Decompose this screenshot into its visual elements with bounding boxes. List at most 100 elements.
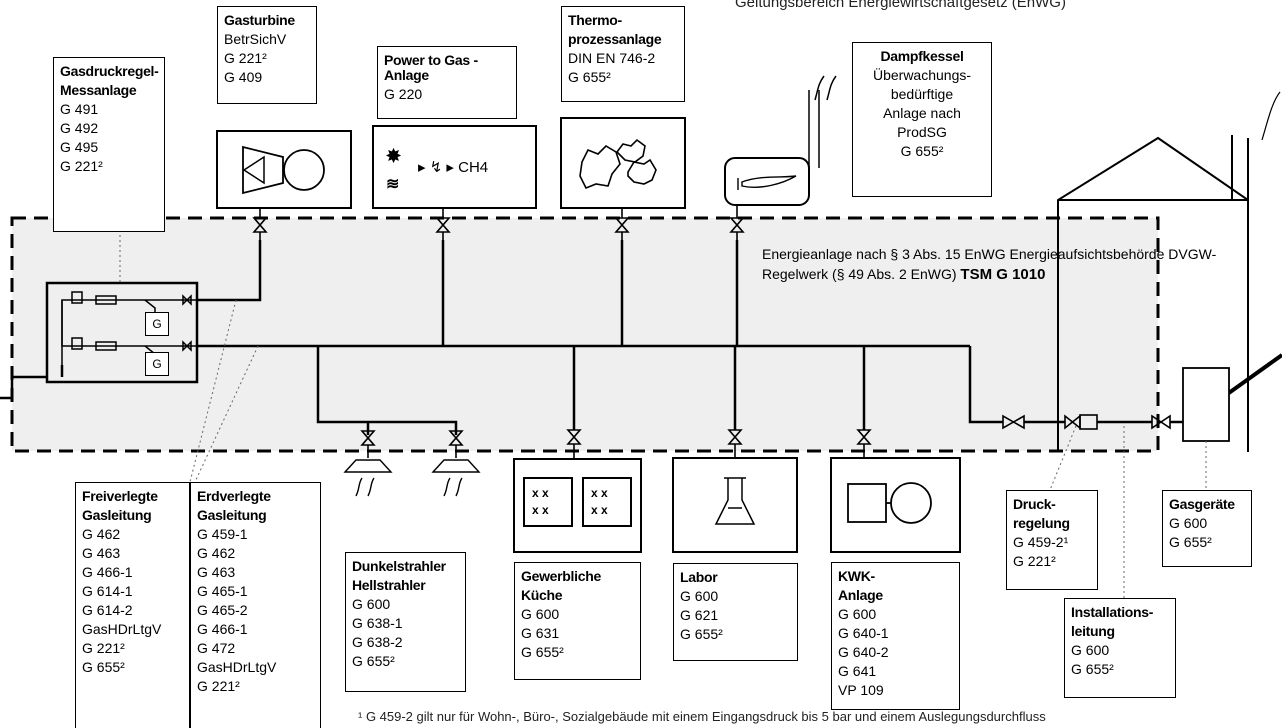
- ptg-process: ▸ ↯ ▸ CH4: [418, 159, 489, 176]
- kwk-item: G 640-1: [838, 625, 889, 641]
- burner-3: x x: [591, 486, 608, 500]
- labor-item: G 655²: [680, 626, 723, 642]
- scope-header: Geltungsbereich Energiewirtschaftgesetz …: [735, 0, 1066, 11]
- energy-area-line3: DVGW-Regelwerk (§ 49 Abs. 2 EnWG): [762, 246, 1217, 282]
- erd-item: G 462: [197, 545, 236, 561]
- regulator-g-1: G: [145, 312, 169, 336]
- thermo-flames: [579, 138, 657, 190]
- frei-item: G 463: [82, 545, 121, 561]
- dunkel-item: G 655²: [352, 653, 395, 669]
- thermo-item: DIN EN 746-2: [568, 50, 656, 66]
- dunkel-title2: Hellstrahler: [352, 577, 426, 593]
- ptg-frame: [372, 125, 537, 209]
- box-kueche: Gewerbliche Küche G 600 G 631 G 655²: [514, 562, 641, 680]
- energy-area-border: [10, 216, 1160, 453]
- box-thermo: Thermo- prozessanlage DIN EN 746-2 G 655…: [561, 6, 685, 102]
- dunkel-item: G 638-1: [352, 615, 403, 631]
- dunkel-title1: Dunkelstrahler: [352, 558, 446, 574]
- gas-appliance: [1182, 367, 1230, 442]
- wind-icon: ≋: [386, 176, 400, 193]
- erd-item: G 465-1: [197, 583, 248, 599]
- druck-title2: regelung: [1013, 515, 1070, 531]
- kueche-item: G 631: [521, 625, 560, 641]
- install-item: G 655²: [1071, 661, 1114, 677]
- sun-icon: ✸: [386, 146, 402, 166]
- frei-item: G 221²: [82, 640, 125, 656]
- dampf-item: Anlage nach: [883, 105, 961, 121]
- burner-2: x x: [532, 503, 549, 517]
- kueche-item: G 600: [521, 606, 560, 622]
- gasturbine-item: G 409: [224, 69, 263, 85]
- smoke-line: [1261, 91, 1281, 141]
- frei-item: G 614-1: [82, 583, 133, 599]
- labor-title: Labor: [680, 569, 718, 585]
- valves: [252, 217, 1171, 446]
- gasturbine-title: Gasturbine: [224, 12, 295, 28]
- kueche-title2: Küche: [521, 587, 563, 603]
- gasdruck-item: G 491: [60, 101, 99, 117]
- install-title2: leitung: [1071, 623, 1115, 639]
- flask-icon: [714, 477, 756, 525]
- kueche-item: G 655²: [521, 644, 564, 660]
- burner-1: x x: [532, 486, 549, 500]
- dampf-item: Überwachungs-: [872, 67, 972, 83]
- dunkel-item: G 638-2: [352, 634, 403, 650]
- burner-4: x x: [591, 503, 608, 517]
- erd-item: G 466-1: [197, 621, 248, 637]
- box-install: Installations- leitung G 600 G 655²: [1064, 598, 1176, 698]
- energy-area-line1: Energieanlage nach § 3 Abs. 15 EnWG: [762, 246, 1006, 262]
- erd-item: GasHDrLtgV: [197, 659, 277, 675]
- gasdruck-title1: Gasdruckregel-: [60, 63, 159, 79]
- gasgeraete-item: G 600: [1169, 515, 1208, 531]
- thermo-title1: Thermo-: [568, 12, 622, 28]
- box-gasdruck: Gasdruckregel- Messanlage G 491 G 492 G …: [53, 57, 165, 232]
- dampf-item: bedürftige: [890, 86, 954, 102]
- kwk-frame: [830, 457, 961, 553]
- frei-item: G 466-1: [82, 564, 133, 580]
- erd-item: G 221²: [197, 678, 240, 694]
- erd-item: G 463: [197, 564, 236, 580]
- frei-title2: Gasleitung: [82, 507, 152, 523]
- labor-frame: [672, 457, 798, 553]
- kwk-item: G 600: [838, 606, 877, 622]
- labor-item: G 621: [680, 607, 719, 623]
- dampf-item: G 655²: [900, 143, 944, 159]
- install-item: G 600: [1071, 642, 1110, 658]
- dampf-item: ProdSG: [897, 124, 947, 140]
- frei-item: G 655²: [82, 659, 125, 675]
- footnote: ¹ G 459-2 gilt nur für Wohn-, Büro-, Soz…: [358, 709, 1046, 724]
- regulator-g-2: G: [145, 352, 169, 376]
- energy-area-line2: Energieaufsichtsbehörde: [1009, 246, 1165, 262]
- box-gasgeraete: Gasgeräte G 600 G 655²: [1162, 490, 1252, 567]
- erd-item: G 459-1: [197, 526, 248, 542]
- erd-item: G 465-2: [197, 602, 248, 618]
- druck-title1: Druck-: [1013, 496, 1056, 512]
- box-dampf: Dampfkessel Überwachungs- bedürftige Anl…: [852, 42, 992, 197]
- box-labor: Labor G 600 G 621 G 655²: [673, 563, 798, 661]
- energy-area-label: Energieanlage nach § 3 Abs. 15 EnWG Ener…: [762, 244, 1282, 285]
- main-gas-pipe: [0, 240, 1183, 435]
- thermo-title2: prozessanlage: [568, 31, 662, 47]
- gasdruck-title2: Messanlage: [60, 82, 137, 98]
- frei-item: G 614-2: [82, 602, 133, 618]
- energy-area-line4: TSM G 1010: [960, 266, 1046, 283]
- thermo-frame: [560, 117, 686, 209]
- erd-title1: Erdverlegte: [197, 488, 271, 504]
- radiant-heaters: [343, 459, 481, 497]
- compressor-shape: [242, 145, 284, 195]
- thermo-item: G 655²: [568, 69, 611, 85]
- box-kwk: KWK- Anlage G 600 G 640-1 G 640-2 G 641 …: [831, 562, 960, 710]
- druck-item: G 221²: [1013, 553, 1056, 569]
- boiler-exhaust: [808, 75, 837, 168]
- ptg-item: G 220: [384, 86, 423, 102]
- dunkel-item: G 600: [352, 596, 391, 612]
- box-ptg: Power to Gas - Anlage G 220: [377, 46, 517, 119]
- kwk-item: G 641: [838, 663, 877, 679]
- gasgeraete-title: Gasgeräte: [1169, 496, 1235, 512]
- erd-item: G 472: [197, 640, 236, 656]
- leader-lines: [119, 230, 1207, 598]
- druck-item: G 459-2¹: [1013, 534, 1069, 550]
- box-gasturbine: Gasturbine BetrSichV G 221² G 409: [217, 6, 317, 104]
- frei-item: G 462: [82, 526, 121, 542]
